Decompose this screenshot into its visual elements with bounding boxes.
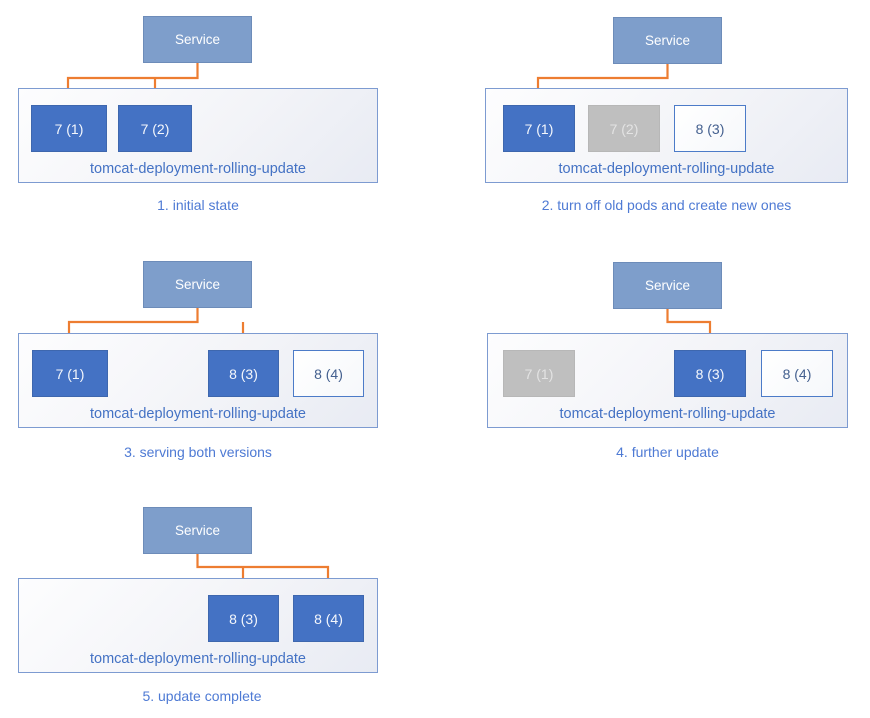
deployment-box: 7 (1) 7 (2) tomcat-deployment-rolling-up… xyxy=(18,88,378,183)
pod-label: 8 (4) xyxy=(314,365,343,382)
service-box: Service xyxy=(613,17,722,64)
pod-box: 7 (1) xyxy=(31,105,107,152)
pod-box: 8 (4) xyxy=(293,350,364,397)
deployment-label: tomcat-deployment-rolling-update xyxy=(90,406,306,422)
pod-box: 7 (1) xyxy=(503,105,575,152)
pod-box: 8 (3) xyxy=(208,595,279,642)
service-label: Service xyxy=(174,32,220,47)
service-label: Service xyxy=(644,278,690,293)
pod-box: 7 (1) xyxy=(503,350,575,397)
pod-label: 8 (3) xyxy=(229,365,258,382)
pod-box: 8 (3) xyxy=(674,350,746,397)
pod-label: 8 (3) xyxy=(695,120,725,137)
pod-label: 7 (2) xyxy=(140,120,170,137)
service-box: Service xyxy=(613,262,722,309)
service-box: Service xyxy=(143,16,252,63)
pod-box: 7 (2) xyxy=(588,105,660,152)
panel-caption: 1. initial state xyxy=(157,197,239,213)
pod-label: 8 (4) xyxy=(314,610,343,627)
pod-box: 8 (3) xyxy=(208,350,279,397)
service-label: Service xyxy=(174,523,220,538)
pod-label: 7 (2) xyxy=(609,120,639,137)
pod-box: 8 (3) xyxy=(674,105,746,152)
pod-label: 7 (1) xyxy=(524,365,554,382)
deployment-label: tomcat-deployment-rolling-update xyxy=(90,651,306,667)
pod-box: 7 (2) xyxy=(118,105,192,152)
panel-caption: 3. serving both versions xyxy=(124,444,272,460)
service-box: Service xyxy=(143,507,252,554)
deployment-label: tomcat-deployment-rolling-update xyxy=(559,406,776,422)
service-label: Service xyxy=(174,277,220,292)
service-label: Service xyxy=(644,33,690,48)
panel-caption: 4. further update xyxy=(616,444,719,460)
pod-label: 7 (1) xyxy=(55,365,85,382)
deployment-box: 7 (1) 8 (3) 8 (4) tomcat-deployment-roll… xyxy=(487,333,848,428)
pod-box: 7 (1) xyxy=(32,350,108,397)
pod-label: 8 (3) xyxy=(229,610,258,627)
deployment-box: 7 (1) 7 (2) 8 (3) tomcat-deployment-roll… xyxy=(485,88,848,183)
panel-caption: 2. turn off old pods and create new ones xyxy=(541,197,792,213)
deployment-box: 7 (1) 8 (3) 8 (4) tomcat-deployment-roll… xyxy=(18,333,378,428)
pod-label: 8 (4) xyxy=(782,365,812,382)
pod-label: 8 (3) xyxy=(695,365,725,382)
deployment-label: tomcat-deployment-rolling-update xyxy=(558,161,775,177)
pod-box: 8 (4) xyxy=(293,595,364,642)
pod-box: 8 (4) xyxy=(761,350,833,397)
pod-label: 7 (1) xyxy=(524,120,554,137)
panel-caption: 5. update complete xyxy=(142,688,262,704)
deployment-label: tomcat-deployment-rolling-update xyxy=(90,161,306,177)
service-box: Service xyxy=(143,261,252,308)
deployment-box: 8 (3) 8 (4) tomcat-deployment-rolling-up… xyxy=(18,578,378,673)
pod-label: 7 (1) xyxy=(54,120,84,137)
